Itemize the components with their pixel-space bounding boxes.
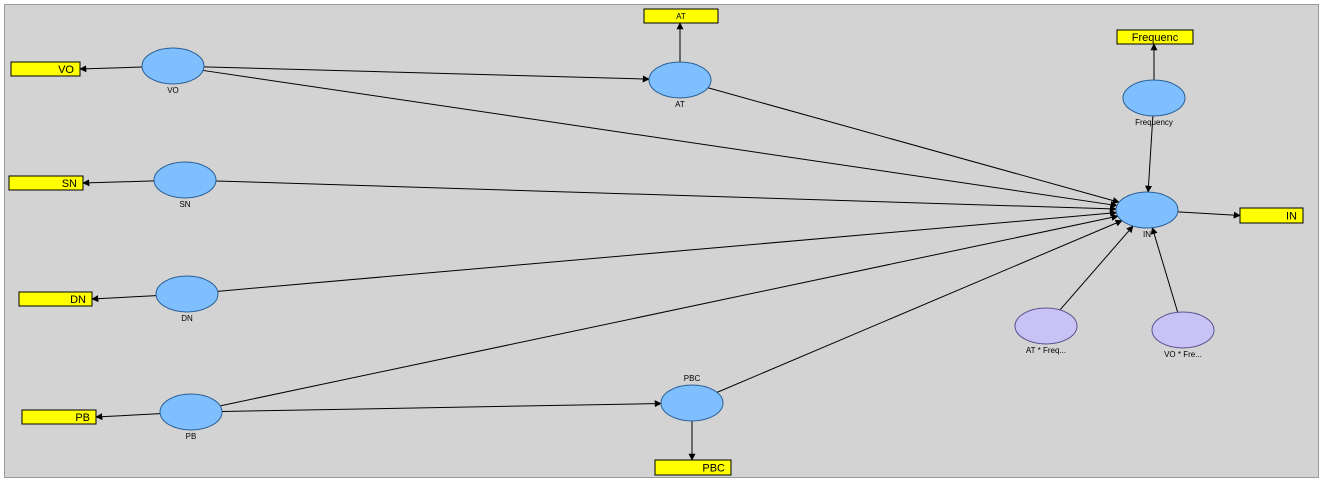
construct-label: PBC: [684, 374, 701, 383]
construct-label: AT * Freq...: [1026, 346, 1066, 355]
construct-PBC[interactable]: PBC: [660, 374, 724, 422]
indicator-PB[interactable]: PB: [21, 409, 97, 425]
construct-ellipse[interactable]: [1122, 79, 1186, 117]
loading-IN[interactable]: [1177, 211, 1241, 219]
indicator-VO[interactable]: VO: [10, 61, 81, 77]
construct-label: PB: [186, 432, 197, 441]
indicator-box[interactable]: [1116, 29, 1194, 45]
construct-label: VO * Fre...: [1164, 350, 1202, 359]
moderator-ellipse[interactable]: [1151, 311, 1215, 349]
indicator-Frequency[interactable]: Frequenc: [1116, 29, 1194, 45]
construct-ellipse[interactable]: [159, 393, 223, 431]
construct-label: Frequency: [1135, 118, 1173, 127]
loading-DN[interactable]: [91, 295, 157, 303]
path-VO-to-AT[interactable]: [203, 66, 650, 83]
indicator-label: VO: [58, 64, 74, 76]
indicator-box[interactable]: [21, 409, 97, 425]
loading-SN[interactable]: [82, 179, 155, 187]
construct-ATxFreq[interactable]: AT * Freq...: [1014, 307, 1078, 355]
path-ATxFreq-to-IN[interactable]: [1059, 225, 1134, 311]
construct-VO[interactable]: VO: [141, 47, 205, 95]
indicator-label: IN: [1286, 211, 1297, 223]
path-PB-to-PBC[interactable]: [221, 400, 662, 412]
indicator-box[interactable]: [643, 8, 719, 24]
path-PBC-to-IN[interactable]: [716, 219, 1123, 393]
indicator-label: PBC: [702, 463, 725, 475]
construct-DN[interactable]: DN: [155, 275, 219, 323]
path-VOxFre-to-IN[interactable]: [1150, 227, 1179, 313]
path-AT-to-IN[interactable]: [707, 87, 1120, 204]
indicator-label: PB: [75, 412, 90, 424]
indicator-box[interactable]: [18, 291, 93, 307]
construct-ellipse[interactable]: [660, 384, 724, 422]
indicator-label: Frequenc: [1132, 32, 1179, 44]
construct-ellipse[interactable]: [648, 61, 712, 99]
path-DN-to-IN[interactable]: [217, 209, 1118, 292]
indicator-PBC[interactable]: PBC: [654, 459, 732, 476]
indicator-SN[interactable]: SN: [8, 175, 84, 191]
construct-label: SN: [179, 200, 190, 209]
construct-Frequency[interactable]: Frequency: [1122, 79, 1186, 127]
path-VO-to-IN[interactable]: [202, 69, 1118, 209]
path-Frequency-to-IN[interactable]: [1145, 115, 1154, 193]
construct-ellipse[interactable]: [155, 275, 219, 313]
construct-label: DN: [181, 314, 193, 323]
loading-PB[interactable]: [95, 413, 161, 421]
construct-SN[interactable]: SN: [153, 161, 217, 209]
indicator-label: AT: [676, 12, 686, 21]
construct-AT[interactable]: AT: [648, 61, 712, 109]
indicator-IN[interactable]: IN: [1239, 207, 1304, 224]
path-PB-to-IN[interactable]: [220, 214, 1119, 407]
indicator-AT[interactable]: AT: [643, 8, 719, 24]
edges-layer: [202, 66, 1179, 412]
construct-VOxFre[interactable]: VO * Fre...: [1151, 311, 1215, 359]
indicator-box[interactable]: [654, 459, 732, 476]
moderator-ellipse[interactable]: [1014, 307, 1078, 345]
construct-label: VO: [167, 86, 179, 95]
indicator-box[interactable]: [10, 61, 81, 77]
indicator-label: SN: [62, 178, 77, 190]
construct-PB[interactable]: PB: [159, 393, 223, 441]
indicator-DN[interactable]: DN: [18, 291, 93, 307]
path-SN-to-IN[interactable]: [215, 180, 1117, 213]
indicator-box[interactable]: [1239, 207, 1304, 224]
construct-ellipse[interactable]: [1115, 191, 1179, 229]
indicator-label: DN: [70, 294, 86, 306]
construct-ellipse[interactable]: [153, 161, 217, 199]
construct-IN[interactable]: IN: [1115, 191, 1179, 239]
construct-label: IN: [1143, 230, 1151, 239]
indicator-box[interactable]: [8, 175, 84, 191]
construct-ellipse[interactable]: [141, 47, 205, 85]
loading-VO[interactable]: [79, 65, 143, 73]
construct-label: AT: [675, 100, 685, 109]
